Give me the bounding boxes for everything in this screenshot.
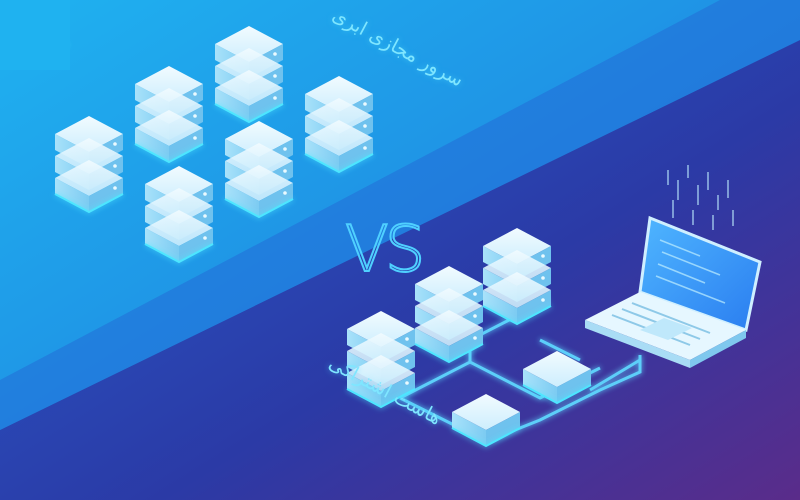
network-node-icon: [451, 394, 521, 448]
server-stack-icon: [305, 76, 373, 172]
server-stack-icon: [483, 228, 551, 324]
server-stack-icon: [225, 121, 293, 217]
server-stack-icon: [415, 266, 483, 362]
data-stream: [667, 165, 734, 230]
server-stack-icon: [135, 66, 203, 162]
server-stack-icon: [55, 116, 123, 212]
vs-label: VS: [344, 213, 426, 287]
server-stack-icon: [215, 26, 283, 122]
network-node-icon: [522, 351, 592, 405]
server-stack-icon: [145, 166, 213, 262]
laptop-icon: [585, 165, 762, 368]
